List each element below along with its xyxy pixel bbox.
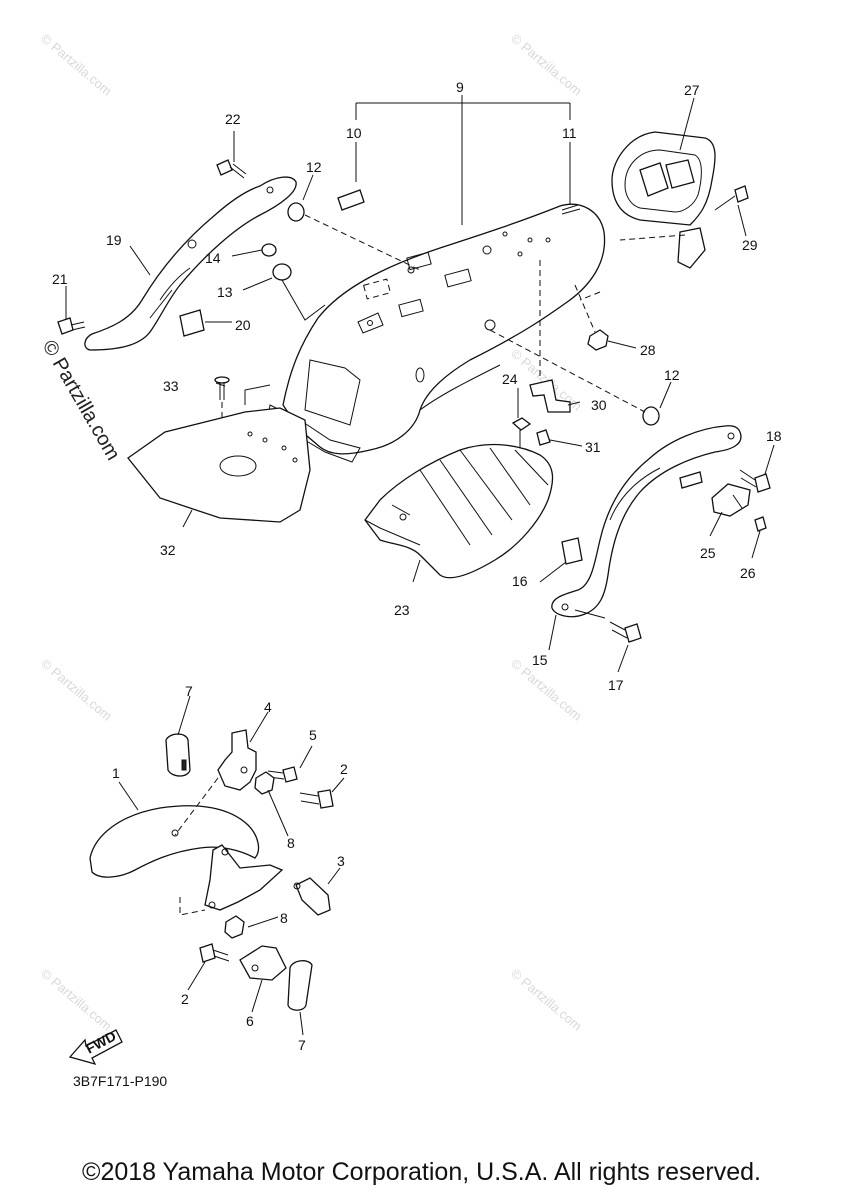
collar-12-left — [287, 202, 305, 222]
bolt-2-lower — [199, 943, 216, 963]
watermark-text: © Partzilla.com — [38, 656, 115, 724]
callout-11: 11 — [562, 125, 577, 141]
callouts: 9 10 11 22 12 27 19 14 13 20 21 29 28 33… — [52, 79, 782, 1053]
rear-fender-assembly — [57, 95, 771, 643]
fender-stay — [204, 844, 284, 911]
callout-29: 29 — [742, 237, 758, 253]
callout-9: 9 — [456, 79, 464, 95]
grab-bar-left — [84, 176, 297, 351]
collar-12-right — [642, 406, 660, 426]
pad-7-lower — [287, 960, 313, 1011]
bolt-18 — [754, 473, 771, 493]
front-fender-assembly: FWD 3B7F171-P190 — [68, 729, 334, 1089]
callout-17: 17 — [608, 677, 624, 693]
watermark-text: © Partzilla.com — [508, 31, 585, 99]
callout-28: 28 — [640, 342, 656, 358]
nut-24 — [511, 417, 532, 431]
nut-8-upper — [254, 771, 275, 795]
bolt-5 — [282, 766, 298, 783]
callout-7b: 7 — [298, 1037, 306, 1053]
callout-12b: 12 — [664, 367, 680, 383]
label-10 — [337, 189, 365, 211]
callout-12: 12 — [306, 159, 322, 175]
watermark-side-text: © Partzilla.com — [38, 337, 124, 465]
inner-fender — [364, 443, 554, 579]
callout-23: 23 — [394, 602, 410, 618]
bracket-4 — [217, 729, 257, 791]
callout-15: 15 — [532, 652, 548, 668]
callout-19: 19 — [106, 232, 122, 248]
bolt-17 — [624, 623, 642, 643]
diagram-code: 3B7F171-P190 — [73, 1073, 167, 1089]
callout-1: 1 — [112, 765, 120, 781]
bolt-31 — [536, 429, 551, 446]
nut-28 — [587, 329, 609, 351]
bracket-25 — [711, 483, 751, 517]
watermark-text: © Partzilla.com — [38, 31, 115, 99]
callout-13: 13 — [217, 284, 233, 300]
callout-27: 27 — [684, 82, 700, 98]
grommet-13 — [272, 263, 292, 281]
bolt-2-upper — [317, 789, 334, 809]
tail-light — [611, 131, 716, 269]
pad-16 — [561, 537, 583, 565]
callout-16: 16 — [512, 573, 528, 589]
washer-14 — [261, 243, 277, 257]
callout-10: 10 — [346, 125, 362, 141]
callout-14: 14 — [205, 250, 221, 266]
callout-7a: 7 — [185, 683, 193, 699]
callout-21: 21 — [52, 271, 68, 287]
bolt-21 — [57, 317, 86, 335]
callout-4: 4 — [264, 699, 272, 715]
callout-22: 22 — [225, 111, 241, 127]
nut-8-lower — [224, 915, 245, 939]
callout-25: 25 — [700, 545, 716, 561]
bolt-22 — [216, 159, 247, 179]
watermark-text: © Partzilla.com — [508, 966, 585, 1034]
fwd-arrow-icon: FWD — [68, 1028, 123, 1066]
callout-30: 30 — [591, 397, 607, 413]
callout-26: 26 — [740, 565, 756, 581]
grab-bar-right — [551, 425, 742, 618]
callout-8b: 8 — [280, 910, 288, 926]
callout-31: 31 — [585, 439, 601, 455]
bolt-29 — [734, 185, 749, 203]
screw-33 — [214, 376, 230, 400]
rear-fender — [282, 203, 606, 455]
front-fender — [89, 805, 260, 878]
callout-24: 24 — [502, 371, 518, 387]
callout-5: 5 — [309, 727, 317, 743]
bracket-30 — [529, 379, 571, 413]
callout-3: 3 — [337, 853, 345, 869]
callout-20: 20 — [235, 317, 251, 333]
callout-2b: 2 — [181, 991, 189, 1007]
bracket-6 — [239, 945, 287, 981]
callout-32: 32 — [160, 542, 176, 558]
part-3 — [295, 877, 331, 916]
leader-lines — [65, 97, 775, 1036]
callout-6: 6 — [246, 1013, 254, 1029]
watermark-text: © Partzilla.com — [38, 966, 115, 1034]
screw-26 — [754, 516, 767, 532]
flap-32 — [127, 407, 311, 523]
callout-8a: 8 — [287, 835, 295, 851]
copyright-notice: ©2018 Yamaha Motor Corporation, U.S.A. A… — [82, 1158, 761, 1186]
callout-33: 33 — [163, 378, 179, 394]
callout-2a: 2 — [340, 761, 348, 777]
pad-20 — [179, 309, 205, 337]
callout-18: 18 — [766, 428, 782, 444]
